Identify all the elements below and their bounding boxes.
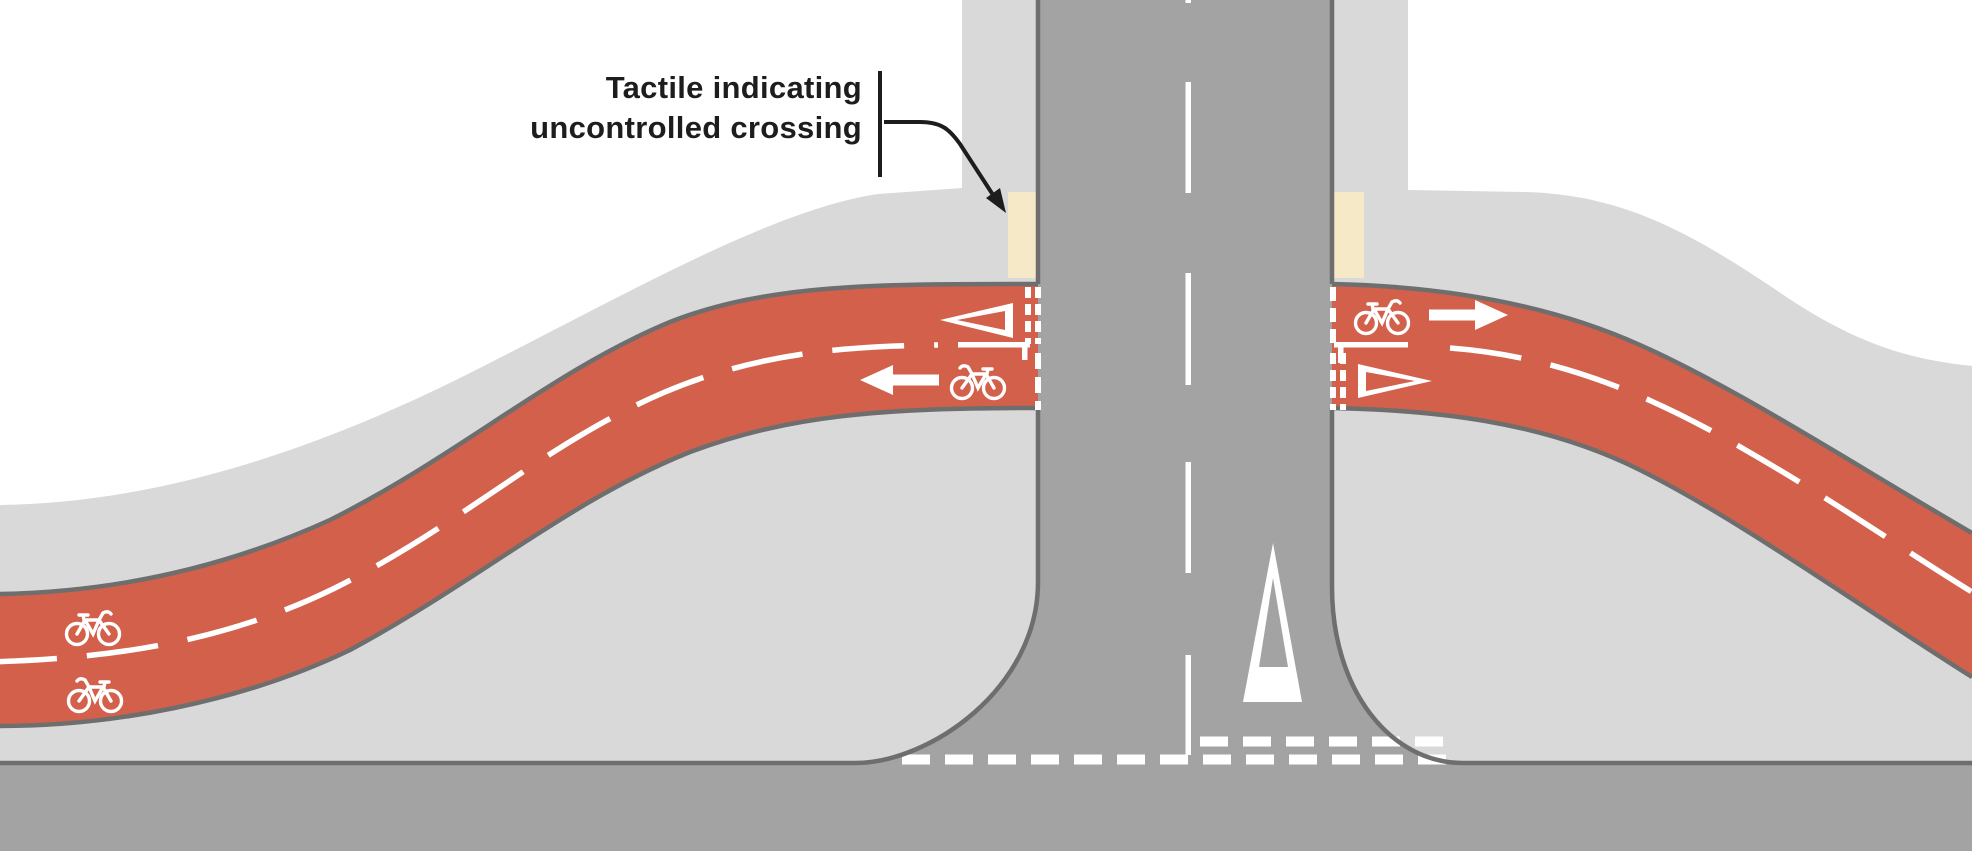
- separator-stub-left: [1022, 345, 1028, 360]
- give-way-triangle-track-right: [1358, 364, 1432, 398]
- give-way-triangle-road: [1243, 543, 1302, 702]
- cycle-track-right: [1332, 284, 1972, 677]
- elephant-feet-dashes-left: [1025, 287, 1041, 410]
- elephant-feet-dashes-right: [1330, 287, 1346, 410]
- direction-arrow-left: [860, 365, 939, 395]
- leader-arrowhead-icon: [986, 188, 1006, 213]
- cycle-crossing-right-markings: [1330, 287, 1508, 410]
- lane-separator-line-right: [1334, 342, 1408, 348]
- tactile-paving-strip-left: [1008, 192, 1038, 278]
- annotation-label: Tactile indicating uncontrolled crossing: [300, 68, 862, 148]
- curb-side-road-left-flare: [0, 408, 1041, 766]
- junction-give-way-dashes: [902, 736, 1448, 765]
- curb-track-left-top: [0, 281, 1039, 597]
- side-road-centre-line: [1185, 0, 1191, 755]
- track-centre-dash-left: [0, 342, 939, 665]
- curb-track-right-bottom: [1331, 405, 1972, 679]
- cycle-track-left: [0, 283, 1038, 726]
- annotation-label-line2: uncontrolled crossing: [530, 110, 862, 145]
- lane-separator-line-left: [958, 342, 1030, 348]
- track-centre-dash-right: [1449, 345, 1972, 596]
- direction-arrow-right: [1429, 300, 1508, 330]
- curb-track-left-bottom: [0, 405, 1039, 729]
- curb-track-right-top: [1331, 281, 1972, 535]
- curb-side-road-right-flare: [1329, 408, 1972, 766]
- tactile-paving-strip-right: [1334, 192, 1364, 278]
- leader-line: [884, 120, 997, 200]
- cycle-track-centre-lines: [0, 342, 1972, 665]
- give-way-triangle-track-left: [940, 303, 1013, 338]
- annotation-divider-bar: [878, 71, 882, 177]
- curb-strokes: [0, 0, 1972, 766]
- annotation-label-line1: Tactile indicating: [605, 70, 862, 105]
- cycle-crossing-left-markings: [860, 287, 1041, 410]
- annotation-leader: [878, 71, 1006, 213]
